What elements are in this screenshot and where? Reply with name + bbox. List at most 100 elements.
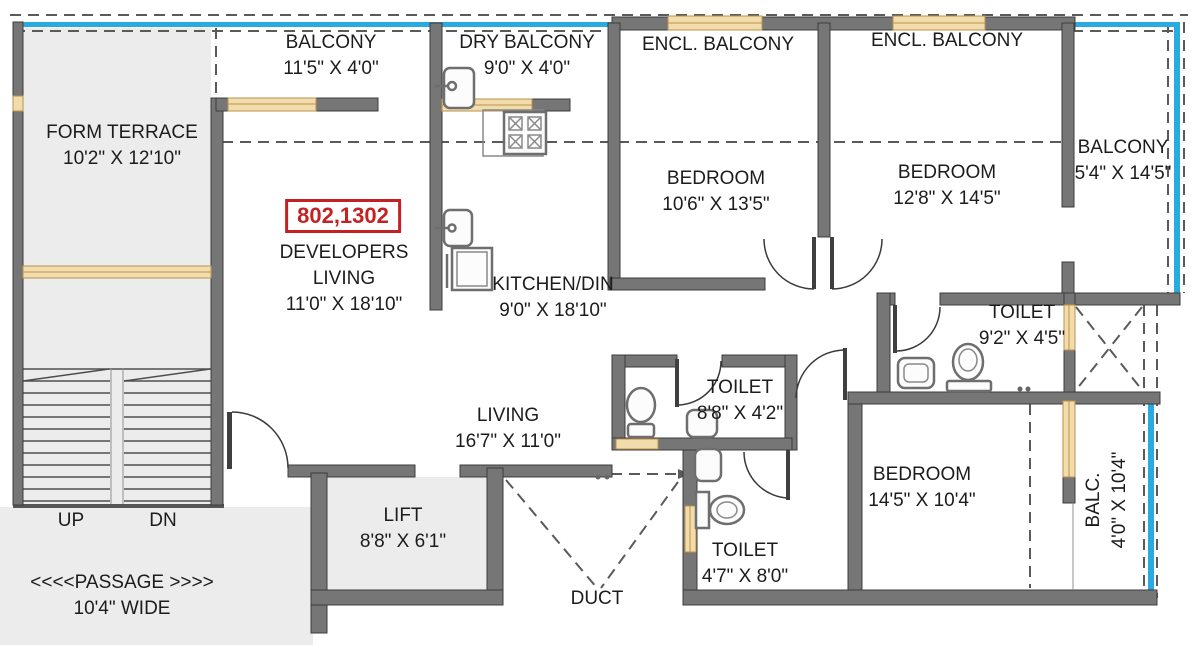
stair-bottom-edge bbox=[13, 504, 224, 508]
toilet-bottom-door-leaf bbox=[786, 450, 790, 500]
duct-bottom-cross-1 bbox=[505, 479, 598, 589]
room-name: BEDROOM bbox=[666, 168, 766, 189]
label-toilet-bottom: TOILET 4'7" X 8'0" bbox=[702, 538, 788, 590]
room-dims: 9'0" X 4'0" bbox=[483, 58, 571, 79]
wall-bedroom1-bottom bbox=[609, 277, 766, 291]
passage-direction: <<<<PASSAGE >>>> bbox=[30, 572, 214, 593]
label-toilet-right: TOILET 9'2" X 4'5" bbox=[979, 300, 1065, 352]
wc-icon bbox=[625, 386, 657, 439]
bedroom1-door-arc bbox=[763, 238, 815, 290]
stove-icon bbox=[482, 109, 548, 157]
room-dims: 9'2" X 4'5" bbox=[978, 328, 1066, 349]
room-dims: 12'8" X 14'5" bbox=[893, 188, 1001, 209]
bedroom2-door-arc bbox=[831, 238, 883, 290]
room-dims: 16'7" X 11'0" bbox=[455, 431, 561, 452]
window-left-wall bbox=[12, 95, 24, 112]
room-dims: 8'8" X 4'2" bbox=[696, 403, 784, 424]
label-balcony-top: BALCONY 11'5" X 4'0" bbox=[283, 30, 378, 82]
label-encl-balcony-right: ENCL. BALCONY bbox=[871, 28, 1023, 54]
label-kitchen: KITCHEN/DIN 9'0" X 18'10" bbox=[492, 272, 613, 324]
stair-winder-right bbox=[123, 368, 211, 382]
room-name: ENCL. BALCONY bbox=[870, 30, 1024, 51]
room-name: DRY BALCONY bbox=[459, 32, 595, 53]
entry-door-leaf bbox=[227, 412, 232, 469]
room-name: LIVING bbox=[476, 405, 540, 426]
label-bedroom-top-left: BEDROOM 10'6" X 13'5" bbox=[662, 166, 769, 218]
label-stairs-up: UP bbox=[57, 510, 85, 531]
wc-icon bbox=[694, 490, 746, 530]
wall-kitchen-left bbox=[429, 22, 443, 311]
room-name: TOILET bbox=[988, 302, 1056, 323]
windows bbox=[12, 15, 1076, 553]
wall-toilet-mid-right bbox=[784, 354, 798, 451]
wall-toilet-mid-top bbox=[721, 354, 793, 368]
wall-between-bedrooms bbox=[817, 22, 831, 238]
label-developers-living: DEVELOPERS LIVING 11'0" X 18'10" bbox=[280, 240, 409, 318]
wall-bedroom-bottom-left bbox=[847, 403, 863, 606]
walls bbox=[12, 16, 1181, 634]
room-name: DUCT bbox=[570, 588, 624, 609]
dashed-lines bbox=[10, 14, 1188, 598]
label-dry-balcony: DRY BALCONY 9'0" X 4'0" bbox=[459, 30, 595, 82]
fixtures bbox=[434, 66, 1031, 530]
room-dims: 10'2" X 12'10" bbox=[63, 148, 181, 169]
blue-line-top-right bbox=[1072, 22, 1180, 27]
room-name: LIFT bbox=[383, 505, 423, 526]
wall-left-outer bbox=[12, 21, 24, 506]
label-passage: <<<<PASSAGE >>>> 10'4" WIDE bbox=[30, 570, 213, 622]
wall-right-balcony-bottom bbox=[1073, 292, 1181, 306]
wall-balcony-bottom bbox=[315, 97, 379, 112]
blue-line-right-balcony bbox=[1174, 22, 1180, 293]
wall-bedroom-balcony-upper bbox=[1061, 22, 1075, 208]
label-lift: LIFT 8'8" X 6'1" bbox=[360, 503, 446, 555]
room-dims: 10'6" X 13'5" bbox=[662, 194, 770, 215]
label-duct: DUCT bbox=[571, 586, 624, 612]
fridge-icon bbox=[445, 246, 494, 292]
room-dims: 4'0" X 10'4" bbox=[1109, 451, 1130, 549]
bedroom3-door-leaf bbox=[843, 348, 847, 400]
wall-bottom-outer bbox=[682, 589, 1158, 606]
toilet-mid-door-leaf bbox=[675, 359, 679, 407]
room-name: BALCONY bbox=[1077, 137, 1169, 158]
toilet-mid-door-arc bbox=[678, 360, 722, 406]
room-name: BEDROOM bbox=[897, 162, 997, 183]
unit-number-badge: 802,1302 bbox=[285, 199, 401, 233]
label-stairs-down: DN bbox=[149, 510, 177, 531]
room-dims: 4'7" X 8'0" bbox=[701, 566, 789, 587]
room-name: BEDROOM bbox=[872, 464, 972, 485]
room-name: TOILET bbox=[711, 540, 779, 561]
room-name: TOILET bbox=[706, 377, 774, 398]
room-dims: 14'5" X 10'4" bbox=[868, 490, 976, 511]
washbasin-icon bbox=[896, 356, 936, 390]
stair-winder-left bbox=[22, 368, 110, 382]
room-dims: 11'5" X 4'0" bbox=[283, 58, 379, 79]
wall-toilet-right-left bbox=[876, 292, 891, 405]
window-toilet-mid-bottom bbox=[615, 438, 659, 450]
wall-kitchen-right bbox=[607, 22, 621, 291]
passage-width: 10'4" WIDE bbox=[73, 598, 171, 619]
room-dims: 11'0" X 18'10" bbox=[285, 294, 403, 315]
room-name: LIVING bbox=[312, 268, 376, 289]
room-dims: 8'8" X 6'1" bbox=[359, 531, 447, 552]
wall-balc-stub bbox=[1062, 476, 1076, 504]
room-dims: 9'0" X 18'10" bbox=[499, 300, 607, 321]
wall-lift-right bbox=[486, 467, 504, 606]
entry-door-arc bbox=[231, 411, 289, 469]
room-name: KITCHEN/DIN bbox=[492, 274, 614, 295]
lift-floor bbox=[327, 477, 487, 592]
balcony-edge-lines bbox=[14, 22, 1180, 598]
label-form-terrace: FORM TERRACE 10'2" X 12'10" bbox=[46, 120, 198, 172]
label-bedroom-top-right: BEDROOM 12'8" X 14'5" bbox=[893, 160, 1000, 212]
room-name: FORM TERRACE bbox=[46, 122, 198, 143]
duct-bottom-cross-2 bbox=[600, 481, 679, 589]
kitchen-sink-icon bbox=[434, 208, 474, 248]
label-living: LIVING 16'7" X 11'0" bbox=[455, 403, 561, 455]
doors bbox=[227, 237, 941, 500]
tap-icon bbox=[595, 386, 1031, 480]
washbasin-icon bbox=[693, 447, 723, 483]
washbasin-icon bbox=[685, 408, 719, 439]
label-balc-bottom: BALC. 4'0" X 10'4" bbox=[1081, 452, 1133, 549]
bedroom3-door-arc bbox=[795, 349, 846, 399]
